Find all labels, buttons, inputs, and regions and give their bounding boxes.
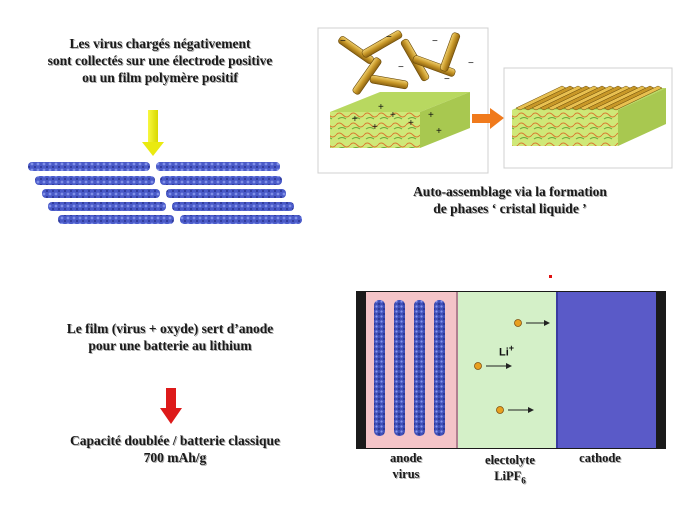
caption-line: 700 mAh/g (143, 449, 207, 465)
electrolyte-label: electolyte LiPF6 (470, 453, 550, 486)
electrolyte-label-line: electolyte (485, 453, 535, 467)
caption-virus-collection: Les virus chargés négativement sont coll… (10, 36, 310, 87)
formula-subscript: 6 (521, 475, 526, 486)
svg-text:+: + (372, 122, 378, 133)
ion-charge: + (508, 343, 515, 353)
lithium-ion (474, 362, 512, 370)
svg-text:+: + (390, 110, 396, 121)
cathode-label-line: cathode (579, 451, 621, 465)
svg-text:−: − (398, 62, 404, 73)
svg-text:+: + (428, 110, 434, 121)
lithium-ion (514, 319, 550, 327)
cathode-region (558, 292, 656, 448)
orange-arrow-icon (472, 108, 504, 129)
caption-line: Capacité doublée / batterie classique (70, 433, 280, 448)
svg-text:+: + (378, 102, 384, 113)
caption-self-assembly: Auto-assemblage via la formation de phas… (360, 184, 660, 218)
virus-rods-left (28, 162, 302, 224)
svg-text:+: + (408, 118, 414, 129)
svg-text:+: + (352, 114, 358, 125)
yellow-arrow-icon (142, 110, 164, 156)
caption-capacity: Capacité doublée / batterie classique 70… (25, 433, 325, 467)
caption-anode-film: Le film (virus + oxyde) sert d’anode pou… (20, 321, 320, 355)
ion-symbol: Li (499, 346, 509, 359)
battery-schematic (356, 275, 666, 449)
svg-text:−: − (444, 74, 450, 85)
electrolyte-region (458, 292, 556, 448)
svg-text:−: − (432, 36, 438, 47)
caption-line: Le film (virus + oxyde) sert d’anode (66, 321, 274, 336)
anode-label-line: anode (390, 451, 422, 465)
electrolyte-formula: LiPF6 (470, 469, 550, 487)
anode-label-line: virus (392, 466, 420, 481)
svg-text:+: + (436, 126, 442, 137)
cathode-label: cathode (565, 451, 635, 467)
assembly-after-panel (503, 67, 673, 169)
svg-text:−: − (340, 36, 346, 47)
caption-line: pour une batterie au lithium (88, 337, 252, 353)
anode-label: anode virus (371, 451, 441, 482)
svg-text:−: − (386, 32, 392, 43)
assembly-before-panel: −−− −−− +++ +++ + (317, 27, 489, 174)
svg-text:−: − (468, 58, 474, 69)
caption-line: ou un film polymère positif (82, 69, 238, 85)
red-arrow-icon (160, 388, 182, 424)
caption-line: sont collectés sur une électrode positiv… (47, 52, 273, 68)
lithium-ion (496, 406, 534, 414)
caption-line: de phases ‘ cristal liquide ’ (433, 200, 587, 216)
lithium-ion-label: Li+ (499, 343, 514, 359)
formula-text: LiPF (494, 468, 522, 483)
caption-line: Auto-assemblage via la formation (413, 184, 607, 199)
caption-line: Les virus chargés négativement (69, 36, 251, 51)
